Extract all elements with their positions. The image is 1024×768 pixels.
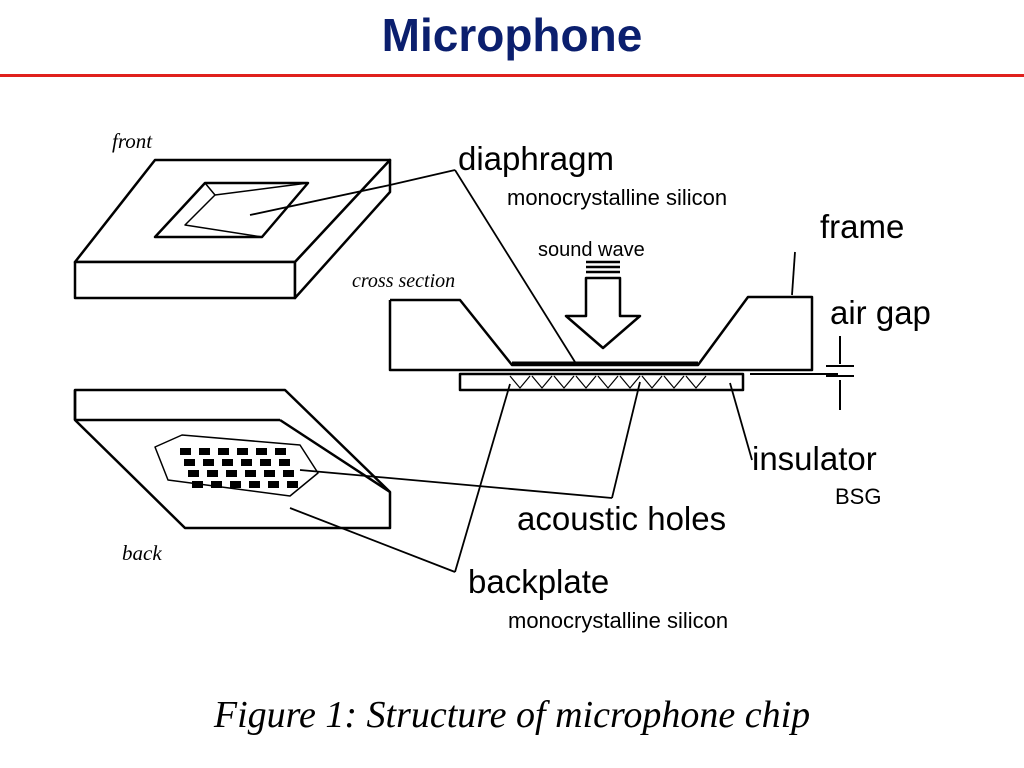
acoustic-hole	[180, 448, 191, 455]
sound-wave-label: sound wave	[538, 239, 645, 261]
sound-wave-arrow	[564, 260, 642, 350]
acoustic-hole	[192, 481, 203, 488]
title-divider	[0, 74, 1024, 77]
acoustic-hole	[199, 448, 210, 455]
acoustic-hole	[264, 470, 275, 477]
acoustic-hole	[260, 459, 271, 466]
acoustic-hole	[237, 448, 248, 455]
hatch-mark	[641, 375, 663, 389]
acoustic-hole	[283, 470, 294, 477]
acoustic-hole	[268, 481, 279, 488]
diaphragm-material-label: monocrystalline silicon	[507, 185, 727, 210]
backplate-material-label: monocrystalline silicon	[508, 608, 728, 633]
acoustic-hole	[218, 448, 229, 455]
hatch-mark	[619, 375, 641, 389]
insulator-material-label: BSG	[835, 484, 881, 509]
insulator-label: insulator	[752, 440, 877, 477]
hatch-mark	[575, 375, 597, 389]
acoustic-holes-label: acoustic holes	[517, 500, 726, 537]
acoustic-hole	[287, 481, 298, 488]
acoustic-hole	[207, 470, 218, 477]
hatch-mark	[663, 375, 685, 389]
figure-caption: Figure 1: Structure of microphone chip	[213, 694, 811, 736]
acoustic-hole	[222, 459, 233, 466]
leader-lines	[249, 169, 796, 573]
acoustic-hole	[203, 459, 214, 466]
acoustic-hole-grid	[180, 448, 298, 488]
acoustic-hole	[275, 448, 286, 455]
air-gap-marker	[826, 336, 854, 410]
hatch-mark	[531, 375, 553, 389]
acoustic-hole	[211, 481, 222, 488]
acoustic-hole	[226, 470, 237, 477]
acoustic-hole	[249, 481, 260, 488]
frame-label: frame	[820, 208, 904, 245]
backplate-label: backplate	[468, 563, 609, 600]
acoustic-hole	[245, 470, 256, 477]
diaphragm-label: diaphragm	[458, 140, 614, 177]
hatch-mark	[509, 375, 531, 389]
back-view-label: back	[122, 541, 162, 565]
hatch-mark	[553, 375, 575, 389]
hatch-mark	[685, 375, 707, 389]
hatch-mark	[597, 375, 619, 389]
cross-section-label: cross section	[352, 270, 455, 292]
acoustic-hole	[241, 459, 252, 466]
air-gap-label: air gap	[830, 294, 931, 331]
acoustic-hole	[279, 459, 290, 466]
acoustic-hole	[184, 459, 195, 466]
front-view-chip	[73, 158, 392, 300]
backplate-hatching	[509, 375, 707, 389]
acoustic-hole	[230, 481, 241, 488]
slide-title: Microphone	[381, 9, 643, 61]
front-view-label: front	[112, 129, 153, 153]
acoustic-hole	[256, 448, 267, 455]
acoustic-hole	[188, 470, 199, 477]
